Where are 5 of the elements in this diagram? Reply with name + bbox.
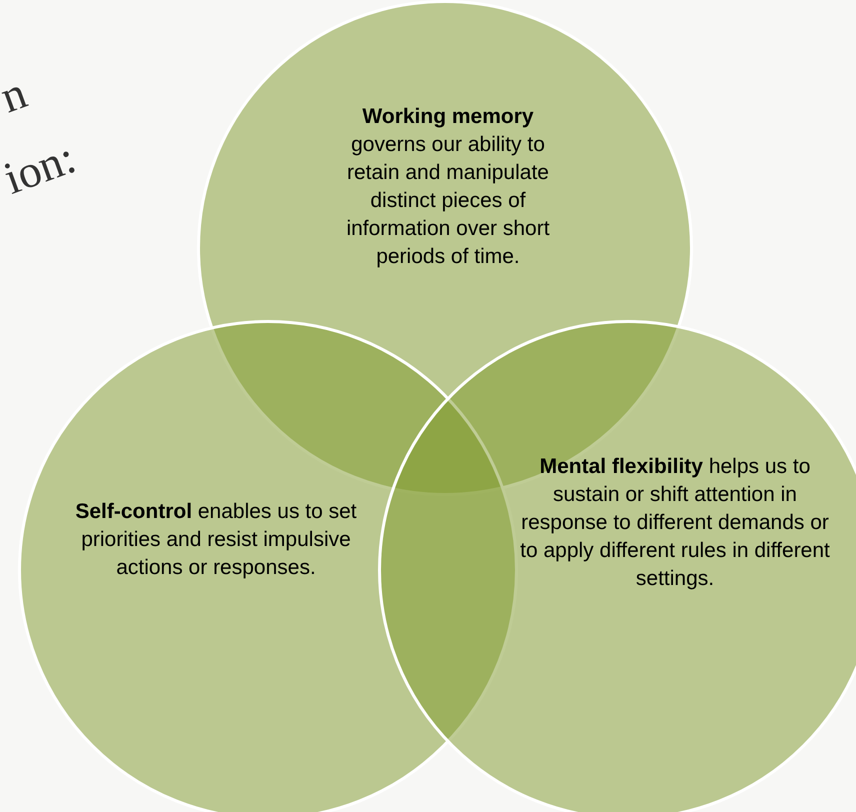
title-fragment: ion:	[0, 134, 82, 202]
circle-description: Self-control enables us to set priorities and resist impulsive actions or responses.	[74, 499, 358, 581]
circle-description: Mental flexibility helps us to sustain or shift attention in response to different demands or to apply different rules in different settings.	[519, 454, 831, 592]
title-fragment: n	[0, 69, 32, 121]
circle-description: Working memory governs our ability to retain and manipulate distinct pieces of information over short periods of time.	[345, 104, 551, 270]
